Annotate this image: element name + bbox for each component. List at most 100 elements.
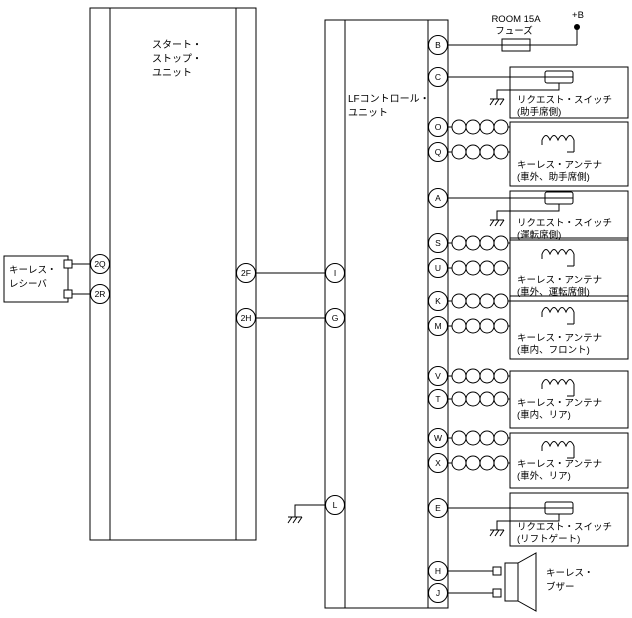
coiled-cable-t [447,391,511,407]
antenna-outside-passenger-box: キーレス・アンテナ (車外、助手席側) [509,121,629,187]
component-outline [509,121,629,187]
component-label-1: キーレス・アンテナ [517,160,602,171]
receiver-terminal-pin [63,259,73,269]
lf-control-unit-box: LFコントロール・ ユニット [324,19,449,609]
coiled-cable-o [447,119,511,135]
terminal-h: H [428,561,448,581]
start-stop-unit-label-1: スタート・ [152,39,202,51]
fuse-label-line2: フューズ [495,25,533,37]
component-label-2: (車外、助手席側) [517,171,590,183]
antenna-coil-icon [541,135,575,153]
buzzer-terminal-pin [492,588,502,598]
terminal-u: U [428,258,448,278]
terminal-label: S [435,238,441,248]
start-stop-unit-label-2: ストップ・ [152,53,202,65]
ground-icon [489,92,505,106]
antenna-inside-rear-box: キーレス・アンテナ (車内、リア) [509,370,629,429]
terminal-label: T [435,394,440,404]
component-label-1: キーレス・アンテナ [517,275,602,286]
wire-switch3-ground [496,514,560,524]
terminal-label: L [333,500,338,510]
component-outline [509,432,629,489]
antenna-cables [447,119,511,471]
component-label-2: (助手席側) [517,106,561,118]
terminal-k: K [428,291,448,311]
wire-switch1-ground [496,83,560,93]
component-label-2: (車内、リア) [517,409,571,421]
plus-b-label: +B [572,10,584,21]
antenna-coil-icon [541,249,575,267]
antenna-outside-driver-box: キーレス・アンテナ (車外、運転席側) [509,237,629,302]
terminal-label: V [435,371,441,381]
terminal-q: Q [428,142,448,162]
speaker-horn-icon [517,552,537,612]
terminal-label: 2H [241,313,252,323]
terminal-label: 2Q [94,259,106,269]
terminal-a: A [428,188,448,208]
coiled-cable-w [447,430,511,446]
terminal-label: K [435,296,441,306]
coiled-cable-m [447,318,511,334]
start-stop-unit-outline [89,7,257,541]
antenna-outside-rear-box: キーレス・アンテナ (車外、リア) [509,432,629,489]
component-outline [509,237,629,302]
component-label-1: リクエスト・スイッチ [517,522,612,533]
terminal-g: G [325,308,345,328]
component-label-1: リクエスト・スイッチ [517,218,612,229]
coiled-cable-v [447,368,511,384]
antenna-coil-icon [541,379,575,397]
terminal-s: S [428,233,448,253]
request-switch-passenger-box: リクエスト・スイッチ (助手席側) [509,66,629,119]
terminal-o: O [428,117,448,137]
terminal-2r: 2R [90,284,110,304]
buzzer-label-2: ブザー [546,581,575,593]
terminal-l: L [325,495,345,515]
terminal-label: E [435,503,441,513]
terminal-m: M [428,316,448,336]
terminal-label: W [434,433,442,443]
component-label-2: (運転席側) [517,229,561,241]
coiled-cable-q [447,144,511,160]
component-outline [509,492,629,547]
terminal-t: T [428,389,448,409]
component-label-1: キーレス・アンテナ [517,398,602,409]
terminal-2q: 2Q [90,254,110,274]
terminal-label: C [435,72,441,82]
antenna-coil-icon [541,441,575,459]
terminal-label: B [435,40,441,50]
fuse-icon [501,38,531,52]
terminal-2f: 2F [236,263,256,283]
ground-icon [489,213,505,227]
keyless-receiver-label-2: レシーバ [9,279,47,290]
terminal-v: V [428,366,448,386]
wire-switch2-ground [496,204,560,214]
lf-control-unit-label-2: ユニット [348,108,388,119]
coiled-cable-u [447,260,511,276]
ground-icon [489,523,505,537]
component-outline [509,370,629,429]
coiled-cable-s [447,235,511,251]
buzzer-terminal-pin [492,566,502,576]
fuse-block: ROOM 15A フューズ +B [491,10,584,52]
component-label-2: (車外、運転席側) [517,286,590,298]
lf-control-unit-label-1: LFコントロール・ [348,94,430,105]
terminal-i: I [325,263,345,283]
coiled-cable-k [447,293,511,309]
coiled-cable-x [447,455,511,471]
buzzer-label-1: キーレス・ [546,568,594,579]
terminal-label: I [334,268,336,278]
component-label-2: (車内、フロント) [517,344,590,356]
component-label-2: (車外、リア) [517,470,571,482]
terminal-b: B [428,35,448,55]
terminal-label: 2F [241,268,251,278]
ground-icon [287,510,303,524]
terminal-label: J [436,588,440,598]
antenna-inside-front-box: キーレス・アンテナ (車内、フロント) [509,295,629,360]
request-switch-liftgate-box: リクエスト・スイッチ (リフトゲート) [509,492,629,547]
terminal-x: X [428,453,448,473]
keyless-receiver-box: キーレス・ レシーバ [3,255,73,303]
terminal-c: C [428,67,448,87]
terminal-label: G [332,313,339,323]
